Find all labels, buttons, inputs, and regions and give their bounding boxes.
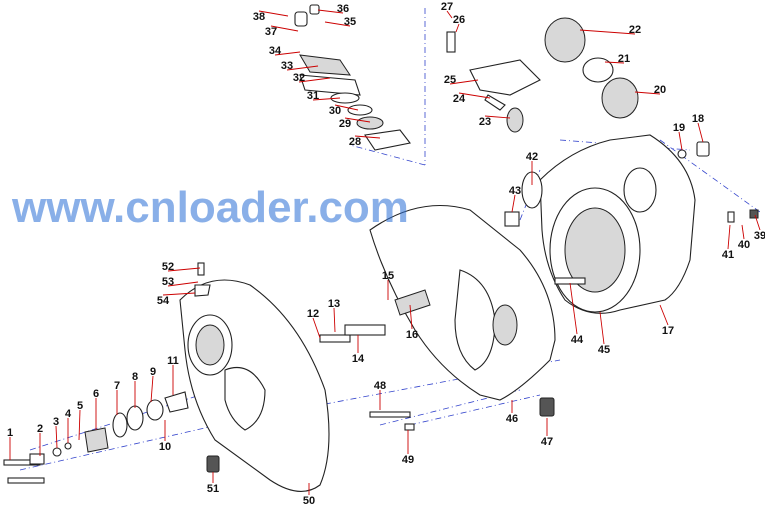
leader-line-17: [659, 304, 669, 326]
part-label-22: 22: [629, 24, 641, 36]
leader-line-34: [274, 51, 301, 56]
leader-line-24: [458, 92, 491, 99]
part-label-50: 50: [303, 495, 315, 507]
leader-line-40: [741, 224, 745, 240]
rear-cover-housing: [179, 279, 330, 492]
part-label-18: 18: [692, 113, 704, 125]
leader-line-38: [258, 10, 289, 17]
part-label-2: 2: [37, 423, 43, 435]
part-label-39: 39: [754, 230, 765, 242]
part-label-40: 40: [738, 239, 750, 251]
leader-line-53: [167, 281, 199, 287]
part-label-41: 41: [722, 249, 734, 261]
leader-line-44: [569, 282, 578, 335]
part-label-17: 17: [662, 325, 674, 337]
part-label-27: 27: [441, 1, 453, 13]
leader-line-37: [270, 25, 299, 32]
part-label-49: 49: [402, 454, 414, 466]
leader-line-45: [599, 311, 605, 345]
part-label-42: 42: [526, 151, 538, 163]
leader-line-9: [150, 375, 154, 403]
part-label-45: 45: [598, 344, 610, 356]
part-label-48: 48: [374, 380, 386, 392]
part-label-3: 3: [53, 416, 59, 428]
leader-line-16: [409, 304, 413, 330]
part-label-16: 16: [406, 329, 418, 341]
leader-line-20: [634, 91, 661, 95]
watermark: www.cnloader.com: [11, 183, 409, 232]
part-label-36: 36: [337, 3, 349, 15]
part-label-4: 4: [65, 408, 72, 420]
leader-line-26: [455, 23, 460, 33]
leader-line-13: [333, 307, 336, 333]
part-label-35: 35: [344, 16, 356, 28]
part-label-26: 26: [453, 14, 465, 26]
leader-line-19: [678, 131, 683, 151]
leader-line-22: [579, 29, 636, 35]
leader-line-52: [167, 267, 201, 272]
part-label-29: 29: [339, 118, 351, 130]
part-label-43: 43: [509, 185, 521, 197]
leader-line-54: [162, 292, 196, 296]
part-label-20: 20: [654, 84, 666, 96]
part-label-32: 32: [293, 72, 305, 84]
leader-line-43: [511, 194, 516, 213]
part-label-25: 25: [444, 74, 456, 86]
part-label-53: 53: [162, 276, 174, 288]
part-label-12: 12: [307, 308, 319, 320]
part-label-31: 31: [307, 90, 319, 102]
part-label-1: 1: [7, 427, 13, 439]
leader-line-31: [312, 97, 341, 101]
part-label-52: 52: [162, 261, 174, 273]
part-label-10: 10: [159, 441, 171, 453]
leader-line-18: [697, 122, 704, 143]
part-label-21: 21: [618, 53, 630, 65]
part-label-38: 38: [253, 11, 265, 23]
leader-line-29: [344, 117, 371, 123]
part-label-23: 23: [479, 116, 491, 128]
leader-line-41: [727, 224, 731, 250]
leader-line-5: [78, 409, 81, 441]
leader-line-28: [354, 135, 381, 139]
leader-line-39: [754, 214, 761, 231]
part-label-11: 11: [167, 355, 179, 367]
leader-line-21: [604, 61, 625, 64]
leader-line-3: [55, 425, 58, 449]
leader-line-35: [324, 21, 351, 27]
part-label-13: 13: [328, 298, 340, 310]
part-label-37: 37: [265, 26, 277, 38]
leader-line-36: [317, 9, 344, 14]
part-label-44: 44: [571, 334, 584, 346]
part-label-54: 54: [157, 295, 170, 307]
part-label-19: 19: [673, 122, 685, 134]
part-label-33: 33: [281, 60, 293, 72]
leader-line-33: [286, 65, 319, 71]
part-label-51: 51: [207, 483, 219, 495]
part-label-24: 24: [453, 93, 466, 105]
part-label-47: 47: [541, 436, 553, 448]
part-label-46: 46: [506, 413, 518, 425]
part-label-8: 8: [132, 371, 138, 383]
leader-line-32: [298, 77, 331, 83]
leader-line-30: [334, 104, 359, 111]
part-label-28: 28: [349, 136, 361, 148]
part-label-30: 30: [329, 105, 341, 117]
label-leader-lines: [9, 9, 761, 495]
leader-line-27: [446, 10, 453, 19]
part-label-15: 15: [382, 270, 394, 282]
middle-housing: [369, 204, 556, 401]
part-label-7: 7: [114, 380, 120, 392]
part-label-5: 5: [77, 400, 83, 412]
part-label-6: 6: [93, 388, 99, 400]
main-transfer-case-housing: [521, 134, 696, 314]
part-label-14: 14: [352, 353, 365, 365]
leader-line-12: [312, 317, 321, 339]
part-label-34: 34: [269, 45, 282, 57]
part-label-9: 9: [150, 366, 156, 378]
leader-line-25: [449, 79, 479, 85]
upper-shift-assembly: [294, 4, 639, 151]
leader-line-23: [484, 115, 511, 119]
